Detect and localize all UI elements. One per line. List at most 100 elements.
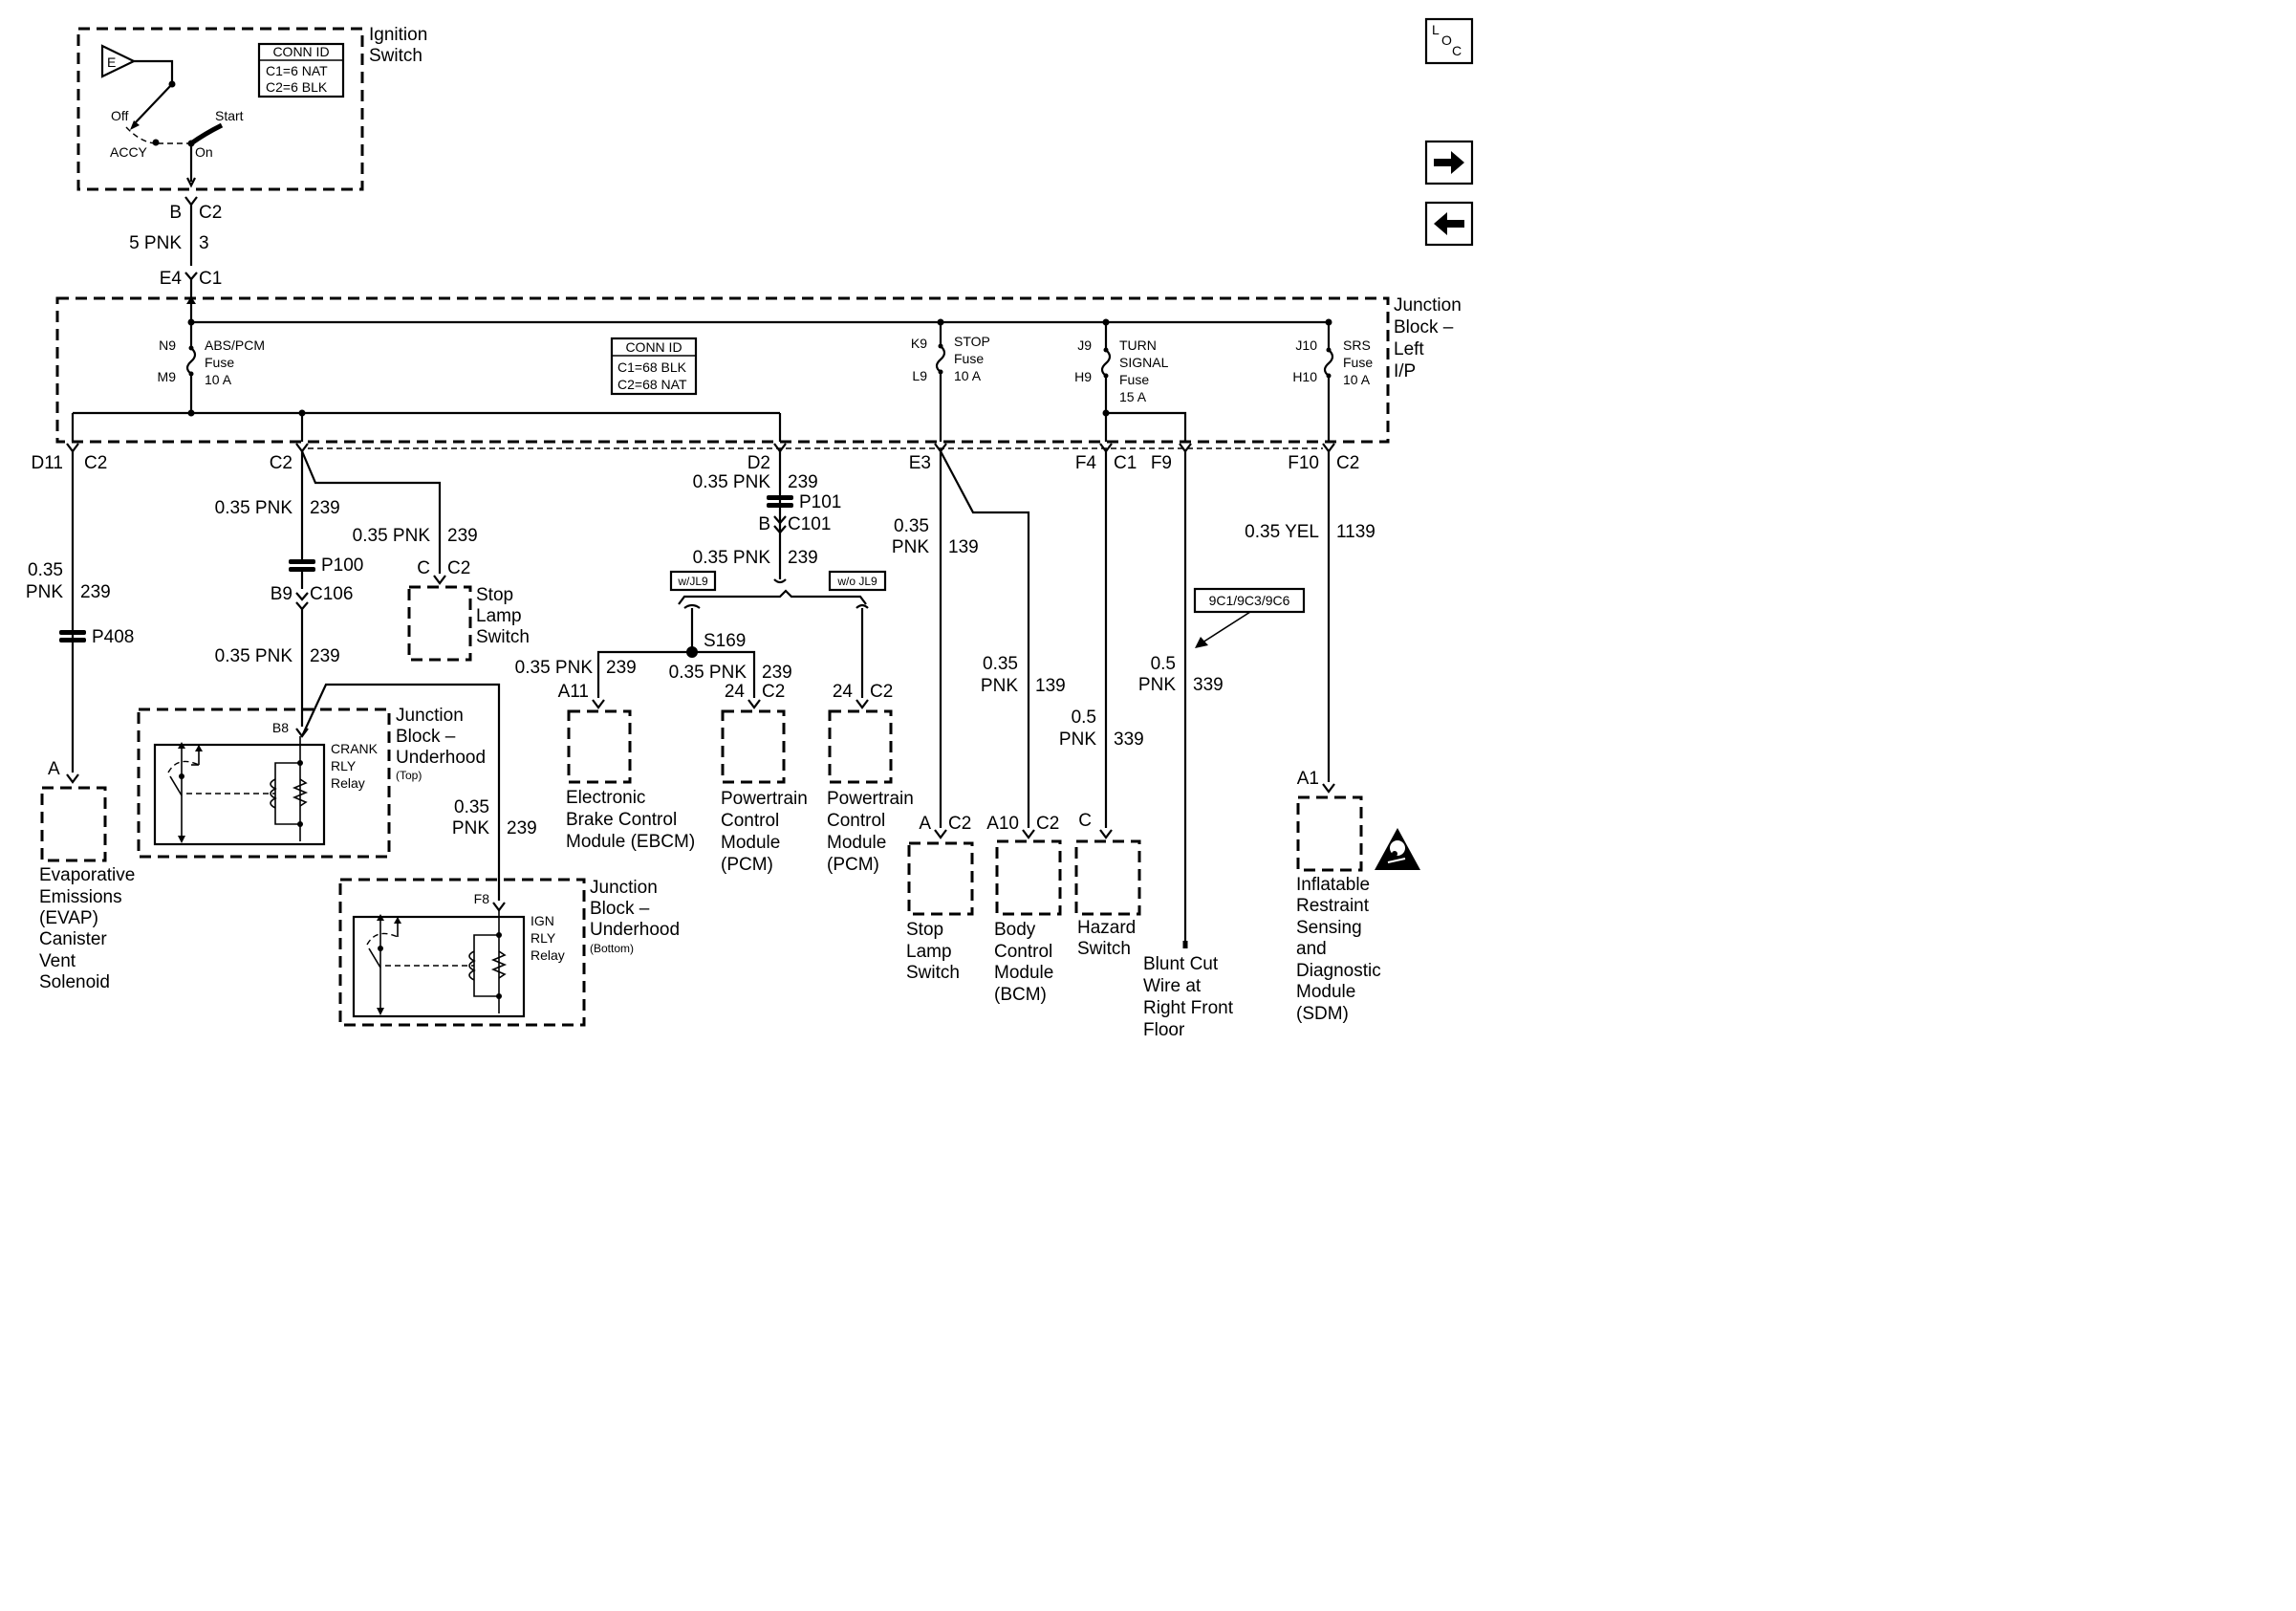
ign-relay-pin-f8: F8 [474, 891, 490, 906]
center-wire-color-2: 0.35 PNK [693, 548, 771, 568]
fuse-srs-label: Fuse [1343, 355, 1373, 370]
jb-underhood-bottom-sub: (Bottom) [590, 942, 634, 955]
bcm-pin: A10 [986, 814, 1019, 834]
center-branch: 0.35 PNK 239 P101 B C101 0.35 PNK 239 w/… [515, 451, 914, 875]
blunt-label-1: Blunt Cut [1143, 954, 1219, 974]
ref-badge [1193, 587, 1306, 614]
out-pin-e3: E3 [909, 453, 931, 473]
sdm-label-4: and [1296, 939, 1327, 959]
pcm1-device-outline [721, 709, 786, 784]
fuse-abs-pcm-label: Fuse [205, 355, 234, 370]
out-conn-f10: C2 [1336, 453, 1359, 473]
airbag-warning-icon [1375, 828, 1420, 870]
bcm-wire-color-1: 0.35 [983, 654, 1018, 674]
top-wire-circuit: 3 [199, 233, 209, 253]
srs-wire-color: 0.35 YEL [1245, 522, 1319, 542]
position-start: Start [215, 108, 244, 123]
fuse-abs-pcm-in: N9 [159, 337, 176, 353]
bcm-label-1: Body [994, 920, 1036, 940]
splice-p408-label: P408 [92, 627, 134, 647]
jb-underhood-bottom-title-1: Junction [590, 878, 658, 898]
stop-label-1: Stop [906, 920, 943, 940]
evap-wire-circuit: 239 [80, 582, 111, 602]
ebcm-wire-circuit: 239 [606, 658, 637, 678]
jb-lip-conn-id-c1: C1=68 BLK [617, 359, 687, 375]
center-wire-circuit: 239 [788, 472, 818, 492]
jb-underhood-top-title-2: Block – [396, 727, 456, 747]
bcm-label-4: (BCM) [994, 985, 1047, 1005]
jb-lip-title-3: Left [1394, 339, 1424, 359]
sdm-label-5: Diagnostic [1296, 961, 1381, 981]
option-with-jl9-badge [669, 570, 717, 592]
ebcm-pin: A11 [558, 682, 589, 702]
evap-label-3: (EVAP) [39, 908, 98, 928]
pcm2-label-2: Control [827, 811, 885, 831]
pcm2-conn: C2 [870, 682, 893, 702]
out-pin-f9: F9 [1151, 453, 1172, 473]
jb-underhood-top-sub: (Top) [396, 769, 422, 782]
jb-underhood-bottom-outline [338, 878, 586, 1027]
jb-underhood-top-title-1: Junction [396, 706, 464, 726]
fuse-turn-rating: 15 A [1119, 389, 1147, 404]
stop-label-2: Lamp [906, 942, 952, 962]
ebcm-label-3: Module (EBCM) [566, 832, 695, 852]
stop-wire-circuit: 139 [948, 537, 979, 557]
evap-branch: 0.35 PNK 239 P408 A Evaporative Emission… [26, 451, 135, 992]
evap-wire-color-2: PNK [26, 582, 63, 602]
pcm1-label-4: (PCM) [721, 855, 773, 875]
fuse-srs-in: J10 [1295, 337, 1317, 353]
pcm2-label-4: (PCM) [827, 855, 879, 875]
evap-label-2: Emissions [39, 887, 122, 907]
stop-top-wire-color: 0.35 PNK [353, 526, 431, 546]
hazard-branch: 0.5 PNK 339 C Hazard Switch [1059, 451, 1144, 959]
ebcm-label-1: Electronic [566, 788, 645, 808]
jb-lip-title-2: Block – [1394, 317, 1454, 337]
ignition-e-label: E [107, 54, 116, 70]
stop-top-pin: C [417, 558, 430, 578]
stop-top-label-2: Lamp [476, 606, 522, 626]
ign-relay-label-3: Relay [531, 947, 565, 963]
junction-block-left-ip: Junction Block – Left I/P N9 M9 ABS/PCM … [55, 295, 1462, 444]
ignition-switch: Ignition Switch CONN ID C1=6 NAT C2=6 BL… [76, 25, 427, 191]
stop-top-label-1: Stop [476, 585, 513, 605]
hazard-label-2: Switch [1077, 939, 1131, 959]
ign-wire-color-1: 0.35 [454, 797, 489, 817]
bcm-wire-circuit: 139 [1035, 676, 1066, 696]
center-wire-color: 0.35 PNK [693, 472, 771, 492]
pcm1-wire-color: 0.35 PNK [669, 663, 747, 683]
center-wire-circuit-2: 239 [788, 548, 818, 568]
fuse-srs-rating: 10 A [1343, 372, 1371, 387]
prev-page-button[interactable] [1424, 201, 1474, 247]
top-conn-c2: C2 [199, 203, 222, 223]
fuse-srs-name: SRS [1343, 337, 1371, 353]
ign-relay-label-1: IGN [531, 913, 554, 928]
jb-underhood-bottom-title-2: Block – [590, 899, 650, 919]
evap-label-1: Evaporative [39, 865, 135, 885]
bcm-label-3: Module [994, 963, 1053, 983]
ignition-switch-title-1: Ignition [369, 25, 427, 45]
stop-switch-top-branch: 0.35 PNK 239 C C2 Stop Lamp Switch [353, 526, 530, 662]
pcm2-label-3: Module [827, 833, 886, 853]
bcm-device-outline [995, 839, 1062, 916]
bcm-wire-color-2: PNK [981, 676, 1018, 696]
blunt-label-2: Wire at [1143, 976, 1202, 996]
center-pin-b: B [758, 514, 770, 534]
stop-top-device-outline [407, 585, 472, 662]
pcm1-pin: 24 [725, 682, 746, 702]
loc-button-frame[interactable] [1424, 17, 1474, 65]
fuse-stop-name: STOP [954, 334, 990, 349]
loc-button[interactable]: L O C [1424, 17, 1474, 65]
arrow-right-icon [1434, 151, 1464, 174]
blunt-label-4: Floor [1143, 1020, 1185, 1040]
stop-top-wire-circuit: 239 [447, 526, 478, 546]
jb-lip-title-4: I/P [1394, 361, 1416, 381]
sdm-label-6: Module [1296, 982, 1355, 1002]
ebcm-label-2: Brake Control [566, 810, 677, 830]
ignition-conn-id-c2: C2=6 BLK [266, 79, 328, 95]
next-page-button[interactable] [1424, 140, 1474, 185]
option-without-jl9-badge [828, 570, 887, 592]
out-conn-f4: C1 [1114, 453, 1137, 473]
splice-p408-icon [59, 630, 86, 642]
fuse-stop-out: L9 [912, 368, 927, 383]
ref-badge-text: 9C1/9C3/9C6 [1209, 593, 1290, 608]
